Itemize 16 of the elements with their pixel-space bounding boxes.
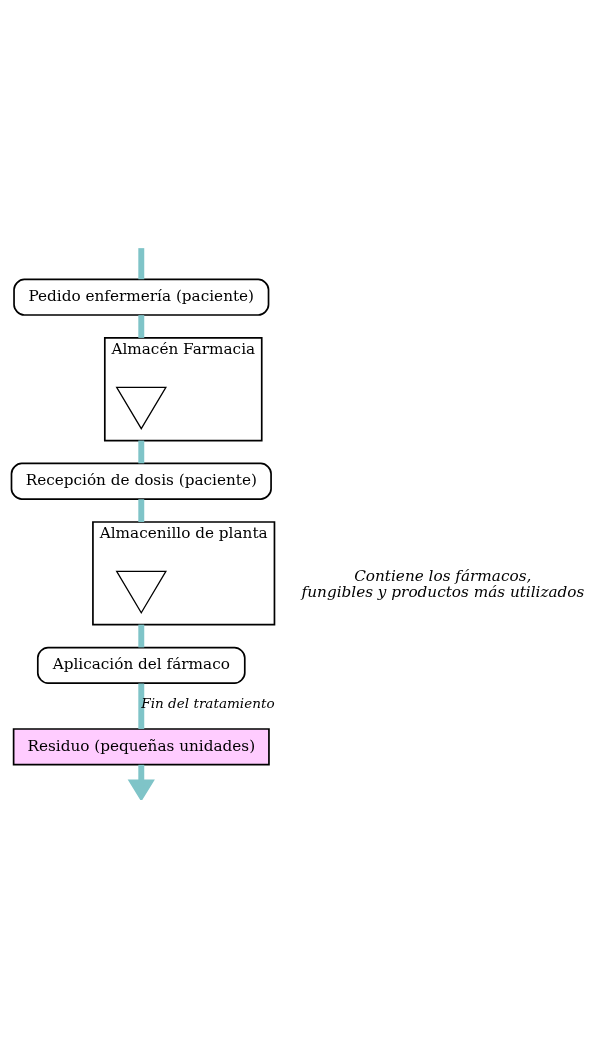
node-triangle (115, 386, 167, 430)
node-box: Recepción de dosis (paciente) (10, 462, 272, 500)
connector (138, 683, 145, 729)
connector (138, 624, 145, 647)
cluster: Almacenillo de planta (92, 520, 276, 625)
connector (138, 247, 145, 279)
cluster: Almacén Farmacia (103, 336, 263, 441)
node-triangle (115, 570, 167, 614)
connector (138, 314, 145, 338)
node-label: Contiene los fármacos, fungibles y productos más utilizados (301, 566, 585, 601)
node-box: Pedido enfermería (paciente) (13, 278, 270, 316)
node-box: Residuo (pequeñas unidades) (12, 727, 270, 765)
node-box: Aplicación del fármaco (36, 646, 246, 684)
connector (138, 498, 145, 522)
connector (138, 440, 145, 463)
edge-label: Fin del tratamiento (141, 694, 275, 711)
